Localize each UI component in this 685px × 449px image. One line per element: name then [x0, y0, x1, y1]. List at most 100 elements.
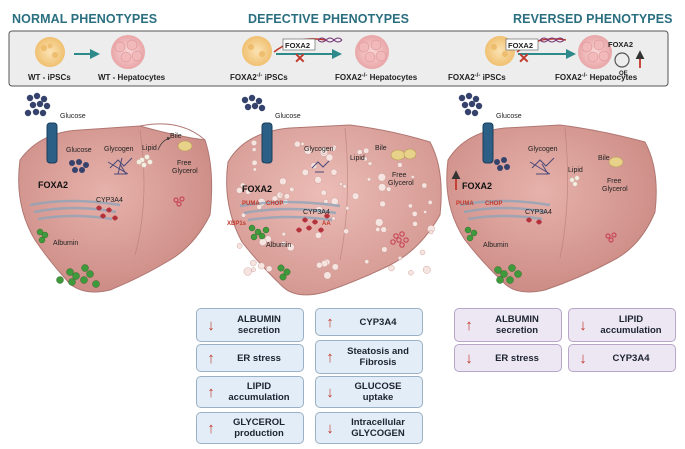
steatosis-dot [362, 156, 368, 162]
steatosis-dot [408, 270, 414, 276]
steatosis-dot [236, 243, 243, 249]
steatosis-dot [411, 211, 418, 217]
er-icon-defective [239, 200, 341, 222]
glycogen-icon-defective [311, 160, 330, 173]
up-arrow-icon: ↑ [207, 349, 215, 367]
down-arrow-icon: ↓ [326, 383, 334, 401]
glycerol-icon [173, 196, 185, 207]
steatosis-dot [314, 176, 322, 184]
steatosis-dot [366, 177, 372, 182]
puma-label: PUMA [242, 201, 260, 207]
glycerol-label-defective: Glycerol [388, 180, 414, 187]
chop-label-reversed: CHOP [485, 201, 502, 207]
up-arrow-icon: ↑ [326, 348, 334, 366]
rev-box-label: LIPID accumulation [600, 314, 662, 336]
oe-label: OE [619, 71, 628, 77]
glycerol-label-reversed: Glycerol [602, 186, 628, 193]
ko-cross-icon: ✕ [294, 50, 306, 66]
bile-vesicle-reversed [608, 156, 624, 168]
steatosis-dot [286, 243, 295, 252]
steatosis-dot [251, 267, 256, 273]
ko-hepatocyte-cluster [355, 35, 389, 69]
glucose-transporter-icon-reversed [482, 122, 494, 164]
glycogen-icon [107, 157, 133, 175]
steatosis-dot [408, 203, 413, 209]
rev-hepatocyte-cluster [578, 35, 612, 69]
bile-label: Bile [170, 133, 182, 140]
glucose-label-inside: Glucose [66, 147, 92, 154]
steatosis-dot [397, 162, 403, 168]
steatosis-dot [375, 218, 384, 227]
rev-ipscs-label: FOXA2-/- iPSCs [448, 73, 506, 82]
albumin-icon-reversed [464, 226, 522, 284]
steatosis-dot [250, 259, 257, 267]
glucose-label-defective: Glucose [275, 113, 301, 120]
rev-cross-icon: ✕ [518, 50, 530, 66]
steatosis-dot [331, 216, 336, 221]
glucose-cluster-reversed [458, 92, 510, 171]
glycogen-label: Glycogen [104, 146, 134, 153]
def-box-label: ER stress [237, 352, 281, 364]
steatosis-dot [363, 147, 370, 154]
puma-label-reversed: PUMA [456, 201, 474, 207]
steatosis-dot [251, 147, 257, 152]
rev-box-label: ER stress [495, 352, 539, 364]
down-arrow-icon: ↓ [326, 419, 334, 437]
steatosis-dots [236, 139, 435, 280]
rev-box-lipid: ↓ LIPID accumulation [568, 308, 676, 342]
def-box-steatosis: ↑ Steatosis and Fibrosis [315, 340, 423, 374]
def-box-label: ALBUMIN secretion [237, 314, 281, 336]
down-arrow-icon: ↓ [207, 316, 215, 334]
steatosis-dot [388, 265, 395, 272]
steatosis-dot [283, 193, 290, 200]
steatosis-dot [364, 259, 370, 265]
cyp3a4-label-reversed: CYP3A4 [525, 209, 552, 216]
steatosis-dot [279, 192, 284, 197]
def-box-glucose: ↓ GLUCOSE uptake [315, 376, 423, 408]
ko-foxa2-gene: FOXA2 [285, 41, 310, 50]
def-box-cyp3a4: ↑ CYP3A4 [315, 308, 423, 336]
rev-foxa2-oe-label: FOXA2 [608, 40, 633, 49]
foxa2-label: FOXA2 [38, 180, 68, 190]
wt-hepatocyte-cluster [111, 35, 145, 69]
down-arrow-icon: ↓ [579, 316, 587, 334]
def-box-label: CYP3A4 [359, 316, 397, 328]
rev-box-albumin: ↑ ALBUMIN secretion [454, 308, 562, 342]
steatosis-dot [258, 262, 265, 270]
steatosis-dot [367, 161, 373, 166]
steatosis-dot [342, 184, 347, 189]
ko-ipsc-cluster [242, 36, 272, 66]
steatosis-dot [386, 186, 392, 192]
albumin-label-defective: Albumin [266, 242, 291, 249]
steatosis-dot [429, 230, 434, 235]
steatosis-dot [377, 173, 386, 182]
steatosis-dot [378, 183, 387, 192]
foxa2-label-reversed: FOXA2 [462, 181, 492, 191]
steatosis-dot [315, 231, 322, 239]
ko-ipscs-label: FOXA2-/- iPSCs [230, 73, 288, 82]
down-arrow-icon: ↓ [579, 349, 587, 367]
steatosis-dot [339, 182, 343, 186]
liver-defective [226, 124, 442, 296]
rev-foxa2-gene: FOXA2 [508, 41, 533, 50]
steatosis-dot [419, 249, 426, 256]
steatosis-dot [412, 221, 418, 227]
glycerol-icon-reversed [605, 232, 617, 243]
albumin-label-reversed: Albumin [483, 242, 508, 249]
rev-dna-helix-icon [539, 37, 565, 43]
steatosis-dot [251, 159, 258, 166]
steatosis-dot [323, 271, 332, 280]
steatosis-dot [245, 188, 252, 195]
steatosis-dot [250, 139, 257, 146]
steatosis-dot [240, 182, 246, 188]
wt-ipsc-cluster [35, 37, 65, 67]
glucose-transporter-icon-defective [261, 122, 273, 164]
liver-normal [18, 123, 213, 293]
glucose-label-reversed: Glucose [496, 113, 522, 120]
steatosis-dot [252, 167, 257, 172]
steatosis-dot [301, 168, 309, 176]
steatosis-dot [330, 146, 336, 152]
steatosis-dot [375, 227, 381, 232]
er-icon-reversed [459, 199, 551, 221]
